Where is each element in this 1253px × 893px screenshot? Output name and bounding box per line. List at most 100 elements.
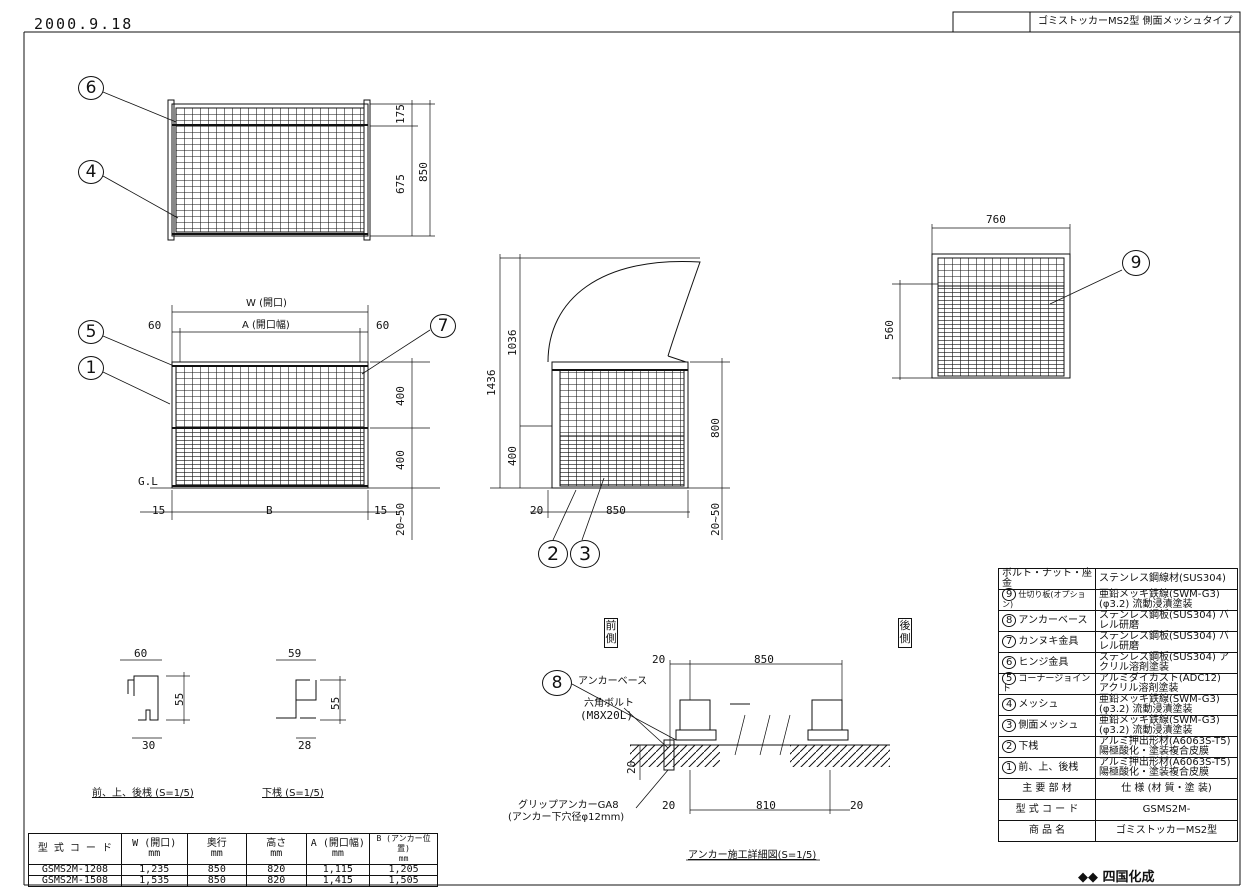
- spec-value: ステンレス鋼板(SUS304) アクリル溶剤塗装: [1094, 652, 1239, 674]
- code-head: 型 式 コ ー ド: [998, 799, 1096, 821]
- model-cell: 1,205: [369, 864, 438, 876]
- spec-name: 側面メッシュ: [1018, 720, 1079, 731]
- spec-value: アルミダイカスト(ADC12) アクリル溶剤塗装: [1094, 673, 1239, 695]
- profile1-caption: 前、上、後桟 (S=1/5): [92, 788, 194, 799]
- grip-anchor-label: グリップアンカーGA8: [518, 800, 619, 811]
- model-header-cell: A (開口幅)mm: [305, 833, 371, 865]
- model-header-cell: W (開口)mm: [120, 833, 188, 865]
- table-row: GSMS2M-1508 1,535 850 820 1,415 1,505: [28, 875, 438, 887]
- dim-560: 560: [883, 320, 896, 340]
- drawing-title: ゴミストッカーMS2型 側面メッシュタイプ: [1038, 16, 1233, 27]
- dim-20-side: 20: [530, 504, 544, 517]
- spec-name: 仕切り板(オプション): [1002, 590, 1086, 609]
- spec-name: アンカーベース: [1018, 615, 1088, 626]
- profile2-base: 28: [298, 739, 312, 752]
- profile2-height: 55: [329, 696, 342, 710]
- profile2-caption: 下桟 (S=1/5): [262, 788, 324, 799]
- table-row: 主 要 部 材 仕 様 (材 質・塗 装): [998, 778, 1239, 800]
- product-head: 商 品 名: [998, 820, 1096, 842]
- anchor-base-label: アンカーベース: [578, 676, 648, 687]
- grip-anchor-hole-label: (アンカー下穴径φ12mm): [508, 812, 625, 823]
- profile1-width: 60: [134, 647, 148, 660]
- dim-400-side: 400: [506, 446, 519, 466]
- model-cell: 850: [186, 864, 248, 876]
- b-label: B: [266, 504, 273, 517]
- spec-no: 4: [1002, 698, 1017, 711]
- company-logo: ◆◆ 四国化成: [1078, 866, 1155, 885]
- dim-810-anchor: 810: [756, 799, 776, 812]
- callout-1: 1: [78, 356, 104, 380]
- logo-icon: ◆◆: [1078, 870, 1103, 885]
- spec-name: ヒンジ金具: [1018, 657, 1069, 668]
- model-cell: 1,505: [369, 875, 438, 887]
- profile2-width: 59: [288, 647, 302, 660]
- table-row: 型 式 コ ー ド GSMS2M-: [998, 799, 1239, 821]
- spec-name: 前、上、後桟: [1018, 762, 1079, 773]
- logo-text: 四国化成: [1102, 870, 1155, 885]
- dim-20-anchor-side: 20: [625, 760, 638, 774]
- callout-7: 7: [430, 314, 456, 338]
- spec-value: ステンレス鋼線材(SUS304): [1094, 568, 1239, 590]
- model-cell: 1,235: [120, 864, 188, 876]
- dim-800: 800: [709, 418, 722, 438]
- table-row: 商 品 名 ゴミストッカーMS2型: [998, 820, 1239, 842]
- spec-name: 下桟: [1018, 741, 1039, 752]
- dim-850-side: 850: [606, 504, 626, 517]
- bolt-size-label: (M8X20L): [580, 709, 633, 722]
- a-opening-label: A (開口幅): [242, 320, 290, 331]
- dim-15-left: 15: [152, 504, 166, 517]
- spec-no: 5: [1002, 672, 1017, 685]
- spec-value: 亜鉛メッキ鉄線(SWM-G3) (φ3.2) 流動浸漬塗装: [1094, 589, 1239, 611]
- dim-850: 850: [417, 162, 430, 182]
- dim-400-bottom: 400: [394, 450, 407, 470]
- dim-760: 760: [986, 213, 1006, 226]
- spec-value: ステンレス鋼板(SUS304) バレル研磨: [1094, 610, 1239, 632]
- callout-6: 6: [78, 76, 104, 100]
- dim-15-right: 15: [374, 504, 388, 517]
- spec-no: 6: [1002, 656, 1017, 669]
- callout-3: 3: [570, 540, 600, 568]
- model-cell: 1,115: [305, 864, 371, 876]
- table-row: GSMS2M-1208 1,235 850 820 1,115 1,205: [28, 864, 438, 876]
- table-row: ボルト・ナット・座金 ステンレス鋼線材(SUS304): [998, 568, 1239, 590]
- dim-400-top: 400: [394, 386, 407, 406]
- dim-675: 675: [394, 174, 407, 194]
- spec-no: 1: [1002, 761, 1017, 774]
- spec-no: 2: [1002, 740, 1017, 753]
- dim-20-anchor-top: 20: [652, 653, 666, 666]
- drawing-date: 2000.9.18: [34, 15, 134, 33]
- dim-60-right: 60: [376, 319, 390, 332]
- spec-value: アルミ押出形材(A6063S-T5) 陽極酸化・塗装複合皮膜: [1094, 736, 1239, 758]
- dim-60-left: 60: [148, 319, 162, 332]
- model-cell: GSMS2M-1208: [28, 864, 122, 876]
- dim-20-50-front: 20~50: [394, 502, 407, 536]
- material-head: 主 要 部 材: [998, 778, 1096, 800]
- callout-4: 4: [78, 160, 104, 184]
- spec-value: 亜鉛メッキ鉄線(SWM-G3) (φ3.2) 流動浸漬塗装: [1094, 694, 1239, 716]
- spec-value: アルミ押出形材(A6063S-T5) 陽極酸化・塗装複合皮膜: [1094, 757, 1239, 779]
- spec-name: メッシュ: [1018, 699, 1059, 710]
- dim-20-anchor-b2: 20: [850, 799, 864, 812]
- dim-175: 175: [394, 104, 407, 124]
- model-header-cell: B (アンカー位置)mm: [369, 833, 438, 865]
- front-side-label: 前側: [604, 618, 618, 648]
